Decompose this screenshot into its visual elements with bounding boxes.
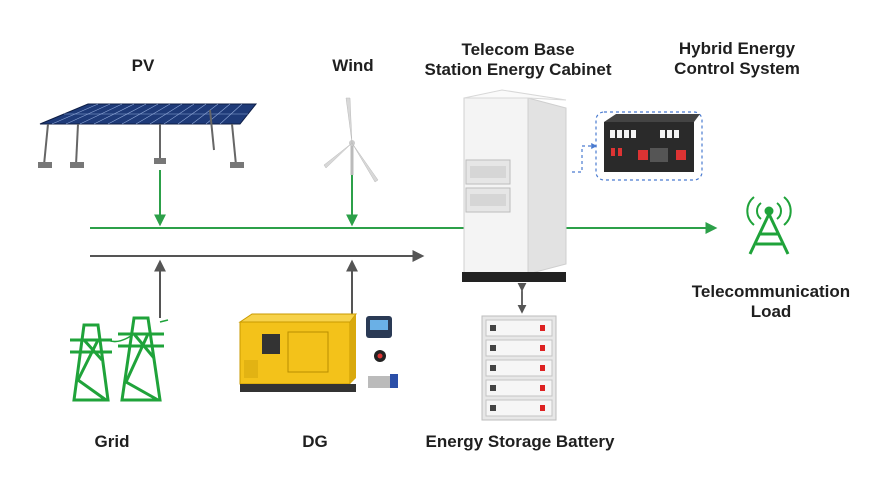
wind-label: Wind [332,56,374,75]
dg-label: DG [302,432,328,451]
cabinet-label: Telecom Base Station Energy Cabinet [398,40,638,80]
hybrid-label-line2: Control System [674,59,800,78]
pv-label: PV [131,56,155,75]
wind-turbine-icon [323,97,379,183]
hybrid-label-line1: Hybrid Energy [678,39,796,58]
battery-label: Energy Storage Battery [425,432,615,451]
telecom-load-label: Telecommunication Load [676,282,866,322]
diesel-generator-icon [238,313,357,392]
solar-panel-icon [38,103,258,168]
hybrid-control-icon [595,111,703,181]
transmission-tower-icon [70,316,169,402]
control-dashed-link [572,143,598,173]
battery-rack-icon [481,315,557,421]
hybrid-control-label: Hybrid Energy Control System [652,39,822,79]
telecom-label-line1: Telecommunication [691,282,851,301]
cabinet-label-line1: Telecom Base [461,40,575,59]
dg-controller-icon [366,316,398,388]
antenna-tower-icon [746,196,792,255]
telecom-label-line2: Load [750,302,792,321]
grid-label: Grid [94,432,130,451]
telecom-cabinet-icon [462,89,567,282]
cabinet-label-line2: Station Energy Cabinet [424,60,612,79]
